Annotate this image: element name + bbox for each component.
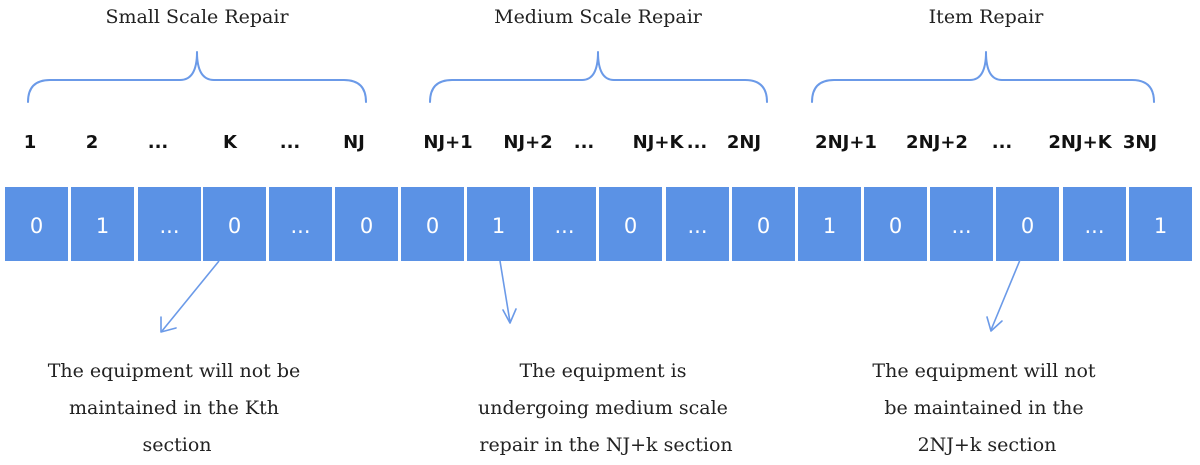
position-index-label: 2NJ+2 bbox=[906, 132, 968, 153]
gene-cell-value: 0 bbox=[30, 214, 43, 238]
position-index-label: ... bbox=[280, 132, 301, 153]
gene-cell-value: 0 bbox=[889, 214, 902, 238]
position-index-label: 2NJ+1 bbox=[815, 132, 877, 153]
position-index-label: 2 bbox=[86, 132, 99, 153]
gene-cell-value: ... bbox=[159, 214, 179, 238]
gene-cell bbox=[732, 187, 795, 261]
position-index-label: 2NJ+K bbox=[1048, 132, 1112, 153]
gene-cell bbox=[269, 187, 332, 261]
gene-cell bbox=[666, 187, 729, 261]
gene-cell bbox=[533, 187, 596, 261]
position-index-label: 2NJ bbox=[727, 132, 761, 153]
arrow-small-scale bbox=[160, 260, 220, 333]
position-index-label: NJ+1 bbox=[423, 132, 472, 153]
gene-cell-value: 1 bbox=[823, 214, 836, 238]
position-index-label: 1 bbox=[24, 132, 37, 153]
position-index-label: ... bbox=[687, 132, 708, 153]
brace-medium-scale bbox=[429, 51, 768, 103]
gene-cell-value: ... bbox=[554, 214, 574, 238]
annotation-medium-scale: The equipment is undergoing medium scale… bbox=[478, 360, 734, 456]
gene-cell-value: ... bbox=[290, 214, 310, 238]
gene-cell-value: 0 bbox=[360, 214, 373, 238]
gene-cell-value: 1 bbox=[1154, 214, 1167, 238]
gene-cell-value: ... bbox=[687, 214, 707, 238]
gene-cell-value: 1 bbox=[96, 214, 109, 238]
gene-cell bbox=[1063, 187, 1126, 261]
gene-cell-value: 0 bbox=[1021, 214, 1034, 238]
gene-cell bbox=[71, 187, 134, 261]
group-title-small-scale: Small Scale Repair bbox=[105, 6, 289, 28]
gene-cell-value: 1 bbox=[492, 214, 505, 238]
gene-cell-value: 0 bbox=[624, 214, 637, 238]
gene-cell bbox=[335, 187, 398, 261]
gene-cell bbox=[996, 187, 1059, 261]
position-index-label: 3NJ bbox=[1123, 132, 1157, 153]
position-index-label: NJ+2 bbox=[503, 132, 552, 153]
gene-cell-value: 0 bbox=[426, 214, 439, 238]
position-index-label: K bbox=[223, 132, 238, 153]
position-index-label: NJ bbox=[343, 132, 365, 153]
gene-cell bbox=[930, 187, 993, 261]
chromosome-bar: 0 1... 0... 0 0 1... 0... 0 1 0... 0... 1 bbox=[5, 187, 1192, 261]
brace-small-scale bbox=[27, 51, 367, 103]
gene-cell bbox=[864, 187, 927, 261]
gene-cell-value: ... bbox=[951, 214, 971, 238]
position-index-label: ... bbox=[992, 132, 1013, 153]
gene-cell bbox=[401, 187, 464, 261]
brace-item-repair bbox=[811, 51, 1155, 103]
gene-cell bbox=[203, 187, 266, 261]
arrow-medium-scale bbox=[499, 260, 517, 324]
gene-cell bbox=[467, 187, 530, 261]
arrow-item-repair bbox=[986, 259, 1021, 332]
gene-cell bbox=[138, 187, 201, 261]
position-index-label: ... bbox=[574, 132, 595, 153]
gene-cell bbox=[1129, 187, 1192, 261]
group-title-medium-scale: Medium Scale Repair bbox=[494, 6, 703, 28]
position-index-label: ... bbox=[148, 132, 169, 153]
gene-cell bbox=[798, 187, 861, 261]
annotation-item-repair: The equipment will not be maintained in … bbox=[872, 360, 1101, 456]
gene-cell bbox=[5, 187, 68, 261]
annotation-small-scale: The equipment will not be maintained in … bbox=[48, 360, 307, 456]
gene-cell-value: 0 bbox=[757, 214, 770, 238]
gene-cell-value: 0 bbox=[228, 214, 241, 238]
position-index-label: NJ+K bbox=[633, 132, 685, 153]
gene-cell-value: ... bbox=[1084, 214, 1104, 238]
group-title-item-repair: Item Repair bbox=[929, 6, 1045, 28]
gene-cell bbox=[599, 187, 662, 261]
